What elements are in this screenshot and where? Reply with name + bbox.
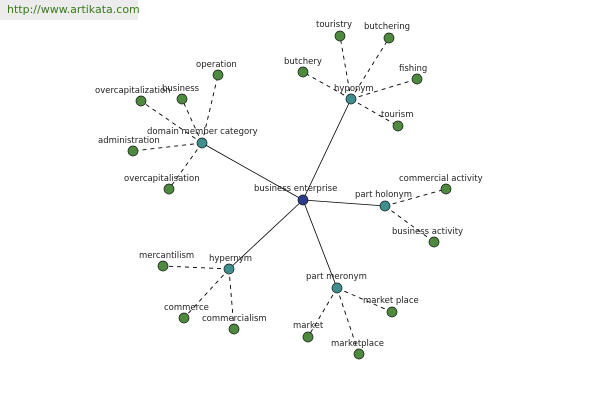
edge-hypernym-mercantilism — [162, 265, 230, 270]
edge-meronym-market — [307, 287, 338, 338]
leaf-label-administration: administration — [98, 136, 160, 146]
leaf-node-market[interactable] — [302, 331, 314, 343]
edge-center-hypernym — [228, 199, 304, 270]
hub-label-holonym: part holonym — [355, 190, 412, 200]
leaf-node-butchery[interactable] — [297, 66, 309, 78]
edge-center-holonym — [302, 199, 386, 207]
edge-hypernym-commerce — [183, 268, 230, 319]
leaf-label-overcapitalisation: overcapitalisation — [124, 174, 200, 184]
leaf-node-overcapitalization[interactable] — [135, 95, 147, 107]
edge-holonym-business-activity — [384, 205, 435, 243]
nodes-layer — [127, 30, 452, 360]
leaf-node-operation[interactable] — [212, 69, 224, 81]
edge-center-domain — [201, 142, 304, 201]
hub-node-holonym[interactable] — [379, 200, 391, 212]
leaf-node-commercial-activity[interactable] — [440, 183, 452, 195]
leaf-label-mercantilism: mercantilism — [139, 251, 194, 261]
leaf-label-overcapitalization: overcapitalization — [95, 86, 171, 96]
leaf-node-mercantilism[interactable] — [157, 260, 169, 272]
leaf-node-business[interactable] — [176, 93, 188, 105]
leaf-node-administration[interactable] — [127, 145, 139, 157]
leaf-node-overcapitalisation[interactable] — [163, 183, 175, 195]
leaf-label-tourism: tourism — [381, 110, 414, 120]
leaf-node-butchering[interactable] — [383, 32, 395, 44]
watermark-url: http://www.artikata.com — [0, 0, 140, 20]
leaf-node-commerce[interactable] — [178, 312, 190, 324]
leaf-label-marketplace: marketplace — [331, 339, 384, 349]
hub-label-hypernym: hypernym — [209, 254, 252, 264]
edge-domain-administration — [132, 142, 203, 152]
leaf-node-marketplace[interactable] — [353, 348, 365, 360]
leaf-node-business-activity[interactable] — [428, 236, 440, 248]
leaf-label-commercial-activity: commercial activity — [399, 174, 483, 184]
leaf-label-commerce: commerce — [164, 303, 209, 313]
edge-domain-operation — [201, 74, 219, 144]
edge-hyponym-tourism — [350, 98, 399, 127]
hub-label-meronym: part meronym — [306, 272, 367, 282]
leaf-node-fishing[interactable] — [411, 73, 423, 85]
leaf-label-butchery: butchery — [284, 57, 322, 67]
edge-domain-overcapitalisation — [168, 142, 203, 190]
edge-domain-business — [181, 98, 203, 144]
edges-layer — [132, 35, 447, 355]
center-label-center: business enterprise — [254, 184, 337, 194]
hub-node-hypernym[interactable] — [223, 263, 235, 275]
edge-meronym-market-place — [336, 287, 393, 313]
edge-center-hyponym — [302, 98, 352, 201]
hub-node-hyponym[interactable] — [345, 93, 357, 105]
labels-layer: touristry butchering butchery fishing touris… — [95, 20, 483, 349]
leaf-label-market-place: market place — [363, 296, 419, 306]
leaf-label-touristry: touristry — [316, 20, 352, 30]
center-node-center[interactable] — [297, 194, 309, 206]
hub-node-meronym[interactable] — [331, 282, 343, 294]
leaf-label-operation: operation — [196, 60, 237, 70]
leaf-node-commercialism[interactable] — [228, 323, 240, 335]
edge-hyponym-butchery — [302, 71, 352, 100]
edge-hyponym-fishing — [350, 78, 418, 100]
leaf-label-business-activity: business activity — [392, 227, 463, 237]
leaf-node-tourism[interactable] — [392, 120, 404, 132]
edge-center-meronym — [302, 199, 338, 289]
leaf-label-butchering: butchering — [364, 22, 410, 32]
hub-label-domain: domain member category — [147, 127, 258, 137]
edge-hyponym-touristry — [339, 35, 352, 100]
leaf-node-touristry[interactable] — [334, 30, 346, 42]
edge-hypernym-commercialism — [228, 268, 235, 330]
hub-node-domain[interactable] — [196, 137, 208, 149]
leaf-node-market-place[interactable] — [386, 306, 398, 318]
leaf-label-fishing: fishing — [399, 64, 427, 74]
edge-hyponym-butchering — [350, 37, 390, 100]
leaf-label-business: business — [162, 84, 200, 94]
leaf-label-market: market — [293, 321, 324, 331]
leaf-label-commercialism: commercialism — [202, 314, 267, 324]
edge-holonym-commercial-activity — [384, 188, 447, 207]
hub-label-hyponym: hyponym — [334, 84, 374, 94]
edge-meronym-marketplace — [336, 287, 360, 355]
